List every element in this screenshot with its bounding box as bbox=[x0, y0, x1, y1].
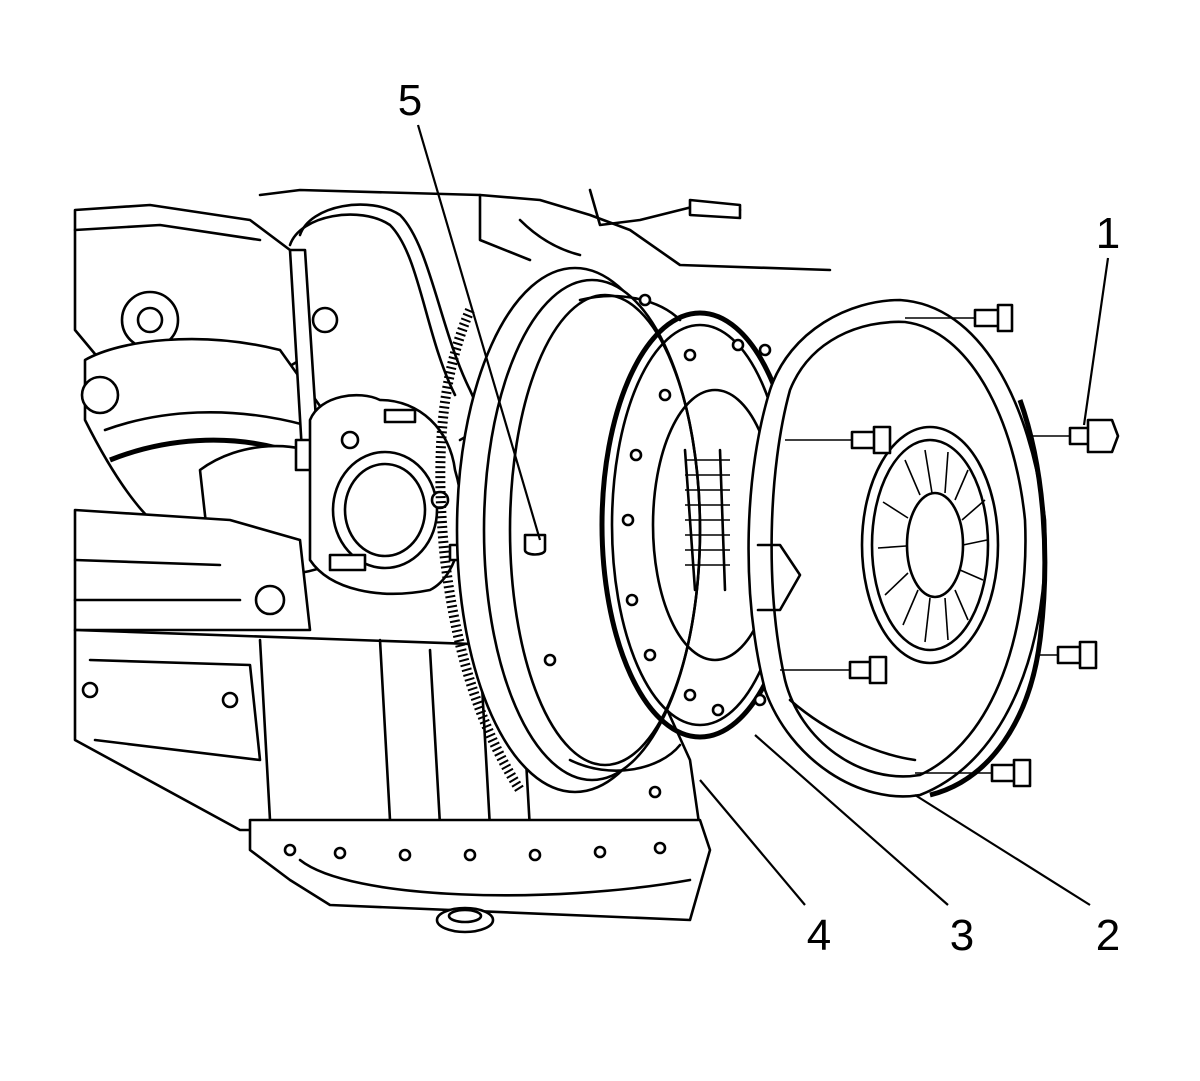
bolt-bottom bbox=[915, 758, 1032, 788]
pan-bolts bbox=[81, 681, 667, 862]
diaphragm-fingers bbox=[877, 449, 988, 643]
bolt-top bbox=[905, 303, 1014, 333]
ring-gear-teeth bbox=[435, 308, 525, 793]
pressure-plate-bolts bbox=[780, 303, 1120, 788]
bolt-upper-left bbox=[785, 425, 892, 455]
pressure-plate bbox=[747, 298, 1048, 798]
leader-5 bbox=[416, 124, 542, 541]
callout-labels: 1 2 3 4 5 bbox=[398, 76, 1120, 960]
bracket-bolt bbox=[254, 584, 286, 616]
callout-3: 3 bbox=[950, 911, 974, 960]
leader-1 bbox=[1082, 257, 1110, 426]
rear-seal-housing bbox=[308, 393, 492, 596]
bolt-right bbox=[1040, 640, 1098, 670]
drain-plug bbox=[435, 906, 495, 934]
leader-lines bbox=[416, 124, 1110, 906]
callout-2: 2 bbox=[1096, 911, 1120, 960]
leader-3 bbox=[754, 734, 949, 906]
disc-rivets bbox=[621, 338, 772, 717]
leader-2 bbox=[914, 794, 1091, 906]
callout-5: 5 bbox=[398, 76, 422, 125]
leader-4 bbox=[699, 779, 806, 906]
bolt-lower-left bbox=[780, 655, 888, 685]
bolt-callout-1 bbox=[1030, 418, 1120, 454]
callout-4: 4 bbox=[807, 911, 831, 960]
callout-1: 1 bbox=[1096, 209, 1120, 258]
crankshaft-flange bbox=[331, 450, 439, 570]
